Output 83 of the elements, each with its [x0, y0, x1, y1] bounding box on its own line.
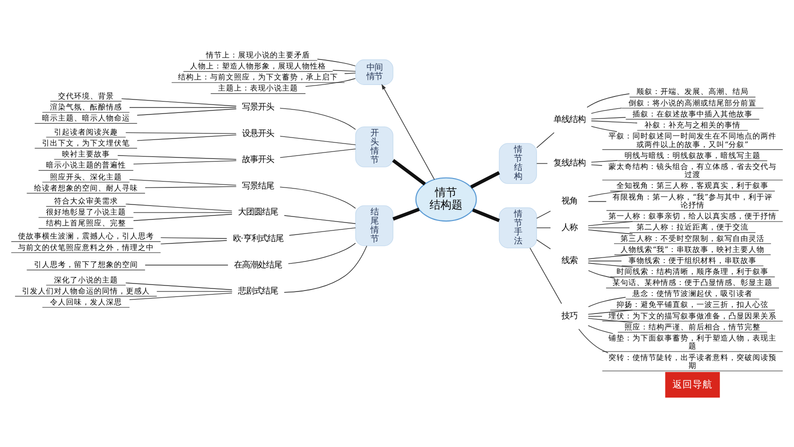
connector [590, 125, 618, 132]
connector [156, 290, 232, 292]
connector [133, 160, 237, 164]
connector [121, 98, 237, 106]
connector [392, 207, 420, 220]
connector [344, 72, 356, 74]
node-text: 悲剧式结尾 [238, 285, 278, 296]
connector [129, 106, 236, 108]
node-text: 写景开头 [242, 101, 274, 112]
connector [284, 245, 368, 292]
node-ellipse: 情节结构题 [415, 176, 477, 222]
connector [588, 324, 614, 334]
connector [588, 220, 633, 226]
connector [588, 226, 630, 228]
node-box: 情节手法 [498, 206, 537, 248]
connector [588, 296, 626, 307]
connector [590, 120, 638, 123]
connector [125, 132, 236, 134]
connector [144, 264, 228, 265]
arrow [381, 83, 435, 180]
connector [332, 69, 356, 72]
node-box: 中间情节 [355, 58, 394, 84]
connector [280, 148, 356, 158]
connector [588, 200, 607, 202]
connector [588, 317, 633, 322]
connector [588, 254, 633, 259]
node-text: 设悬开头 [242, 127, 274, 138]
connector [588, 315, 602, 316]
connector [129, 292, 232, 300]
connector [280, 186, 356, 208]
connector [284, 214, 356, 224]
connector [588, 260, 622, 261]
connector [588, 228, 633, 234]
connector [578, 328, 608, 353]
connector [470, 170, 500, 188]
node-text: 欧·亨利式结尾 [232, 232, 284, 243]
node-text: 写景结尾 [242, 180, 274, 190]
connector [160, 236, 228, 238]
connector [588, 190, 623, 197]
node-box: 结尾情节 [355, 204, 394, 246]
node-text: 视角 [561, 195, 578, 206]
node-text: 单线结构 [553, 114, 586, 124]
connector [590, 160, 618, 162]
connector [136, 108, 237, 116]
connector [590, 164, 602, 166]
connector [288, 226, 356, 236]
connector [133, 213, 232, 220]
connector [588, 309, 633, 314]
node-text: 技巧 [561, 310, 578, 320]
connector [317, 58, 356, 66]
connector [590, 107, 622, 114]
connector [280, 135, 356, 145]
connector [536, 226, 551, 228]
connector [117, 154, 237, 160]
node-box: 情节结构 [498, 142, 537, 184]
node-text: 大团圆结尾 [238, 206, 278, 216]
connector [588, 262, 633, 268]
node-box: 返回导航 [665, 372, 720, 398]
connector [288, 242, 356, 264]
connector [392, 158, 426, 185]
connector [586, 92, 630, 108]
connector [144, 186, 237, 188]
connector [125, 282, 232, 290]
connector [536, 132, 554, 148]
connector [280, 107, 356, 130]
connector [136, 134, 237, 140]
node-box: 开头情节 [355, 126, 394, 167]
connector [530, 247, 562, 304]
connector [160, 240, 228, 244]
connector [536, 238, 551, 249]
connector [472, 208, 500, 222]
node-text: 在高潮处结尾 [234, 258, 282, 269]
connector [125, 203, 232, 211]
connector [536, 210, 551, 218]
node-text: 线索 [561, 254, 578, 265]
connector [588, 270, 615, 278]
connector [305, 78, 356, 86]
connector [129, 178, 236, 186]
node-text: 复线结构 [553, 157, 586, 168]
node-text: 人称 [561, 221, 578, 232]
connector [590, 116, 626, 119]
node-text: 故事开头 [242, 154, 274, 164]
connector [536, 162, 548, 164]
